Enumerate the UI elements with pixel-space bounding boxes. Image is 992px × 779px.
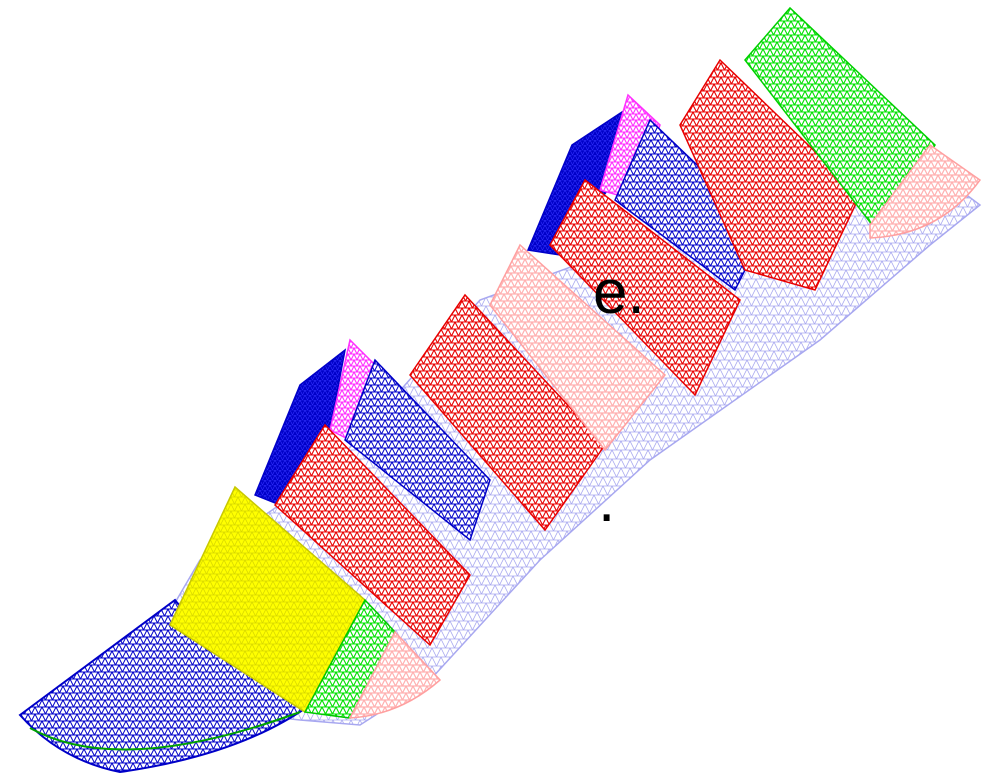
panel-green: [744, 6, 936, 237]
panel-pink-end: [869, 143, 982, 239]
panel-pink: [489, 243, 667, 452]
panel-red-1: [274, 423, 471, 647]
strip-pink: [348, 630, 442, 719]
panel-red-4: [679, 58, 861, 291]
text-fragment-bottom: .: [598, 466, 616, 535]
panel-blue-1: [344, 358, 491, 542]
disk-rim-green: [29, 711, 301, 751]
text-fragment-top: e.: [593, 258, 645, 327]
panel-red-3: [549, 178, 741, 397]
